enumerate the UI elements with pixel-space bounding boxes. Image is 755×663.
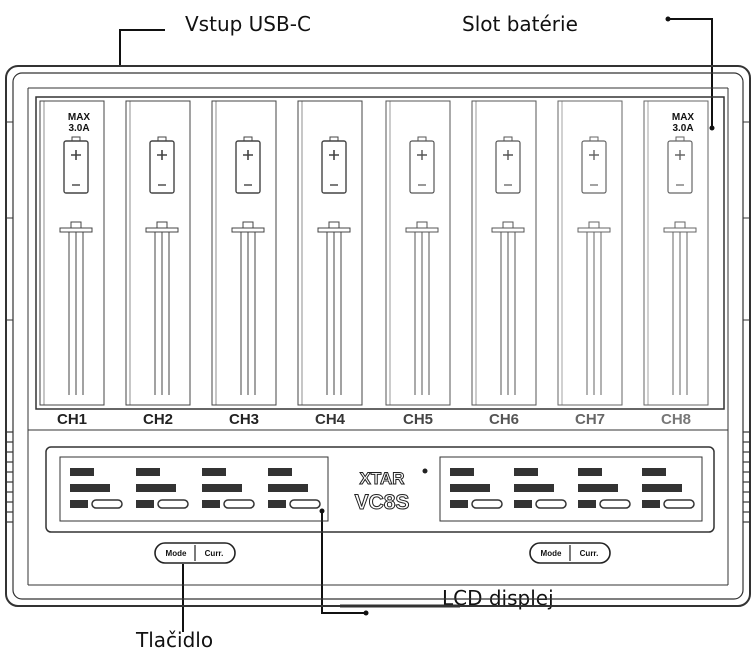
- lcd-segments-left: [70, 468, 321, 509]
- channel-label-ch3: CH3: [229, 411, 259, 428]
- battery-slot: [125, 100, 191, 406]
- channel-label-ch6: CH6: [489, 411, 519, 428]
- label-battery-slot: Slot batérie: [462, 12, 578, 36]
- vents: [6, 431, 750, 523]
- battery-slot: [297, 100, 363, 406]
- channel-label-ch7: CH7: [575, 411, 605, 428]
- curr-button-right[interactable]: Curr.: [580, 549, 599, 558]
- lcd-display: [45, 446, 715, 533]
- max-label-ch1-line2: 3.0A: [68, 123, 89, 134]
- channel-label-ch5: CH5: [403, 411, 433, 428]
- battery-slot: [643, 100, 709, 406]
- charger-body: [5, 65, 751, 608]
- button-group-right: [529, 542, 611, 564]
- mode-button-right[interactable]: Mode: [541, 549, 562, 558]
- curr-button-left[interactable]: Curr.: [205, 549, 224, 558]
- button-group-left: [154, 542, 236, 564]
- battery-slot: [557, 100, 623, 406]
- battery-slot: [39, 100, 105, 406]
- channel-label-ch4: CH4: [315, 411, 346, 428]
- max-label-ch8-line1: MAX: [672, 112, 695, 123]
- battery-slot: [385, 100, 451, 406]
- channel-label-ch2: CH2: [143, 411, 173, 428]
- lcd-segments-right: [450, 468, 695, 509]
- brand-logo-bottom: VC8S: [355, 491, 410, 514]
- brand-logo-top: XTAR: [359, 469, 404, 488]
- mode-button-left[interactable]: Mode: [166, 549, 187, 558]
- channel-label-ch1: CH1: [57, 411, 87, 428]
- battery-slot: [211, 100, 277, 406]
- channel-label-ch8: CH8: [661, 411, 691, 428]
- label-usb-input: Vstup USB-C: [185, 12, 311, 36]
- max-label-ch1-line1: MAX: [68, 112, 91, 123]
- battery-slot: [471, 100, 537, 406]
- label-button: Tlačidlo: [136, 628, 214, 652]
- callout-lines: [119, 18, 713, 632]
- max-label-ch8-line2: 3.0A: [672, 123, 693, 134]
